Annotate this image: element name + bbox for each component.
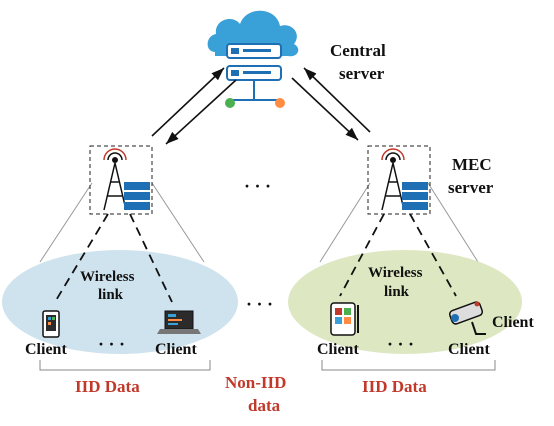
mec-server-label-line1: MEC: [452, 155, 492, 174]
right-wireless-label-line2: link: [384, 284, 410, 300]
right-wireless-label-line1: Wireless: [368, 265, 423, 281]
left-mec-tower-icon: [89, 145, 153, 215]
security-camera-icon: [448, 301, 486, 335]
left-iid-data-label: IID Data: [75, 377, 140, 396]
central-server-icon: [207, 10, 299, 108]
central-server-label-line1: Central: [330, 41, 386, 60]
left-client-label-a: Client: [25, 341, 67, 358]
left-wireless-label-line1: Wireless: [80, 269, 135, 285]
right-client-label-b: Client: [448, 341, 490, 358]
laptop-icon: [157, 310, 201, 334]
right-client-label-a: Client: [317, 341, 359, 358]
left-cluster-dots: · · ·: [98, 334, 125, 354]
left-wireless-label-line2: link: [98, 287, 124, 303]
left-data-bracket: [39, 360, 211, 371]
mec-server-label-line2: server: [448, 178, 494, 197]
left-wireless-links: [54, 213, 173, 303]
left-client-label-b: Client: [155, 341, 197, 358]
right-uplink-arrows: [291, 67, 371, 141]
tablet-icon: [330, 302, 359, 336]
right-coverage-cone: [319, 182, 479, 263]
right-client-label-c: Client: [492, 314, 534, 331]
noniid-label-line1: Non-IID: [225, 373, 286, 392]
phone-icon: [42, 310, 60, 338]
right-data-bracket: [321, 360, 496, 371]
noniid-label-line2: data: [248, 396, 281, 415]
central-server-label-line2: server: [339, 64, 385, 83]
right-iid-data-label: IID Data: [362, 377, 427, 396]
right-wireless-links: [339, 213, 457, 297]
right-cluster-dots: · · ·: [387, 334, 414, 354]
between-ellipses-dots: · · ·: [246, 294, 273, 314]
left-uplink-arrows: [151, 67, 237, 145]
right-mec-tower-icon: [367, 145, 431, 215]
left-coverage-cone: [39, 182, 205, 263]
between-towers-dots: · · ·: [244, 176, 271, 196]
